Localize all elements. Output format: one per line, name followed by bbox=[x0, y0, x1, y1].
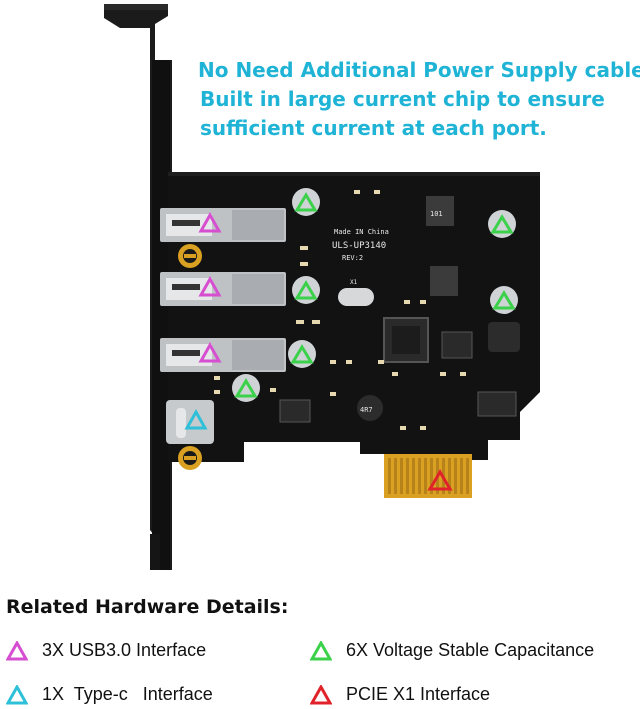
inductor-label: 4R7 bbox=[360, 406, 373, 414]
silkscreen: Made IN China ULS-UP3140 REV:2 X1 4R7 10… bbox=[332, 210, 443, 414]
mounting-bracket bbox=[104, 4, 172, 570]
made-in-label: Made IN China bbox=[334, 228, 389, 236]
magenta-triangle-icon bbox=[198, 211, 222, 233]
green-triangle-icon bbox=[294, 280, 318, 300]
pcb-board bbox=[168, 172, 540, 498]
legend-label-usb: 3X USB3.0 Interface bbox=[42, 640, 207, 660]
cyan-triangle-icon bbox=[184, 408, 208, 430]
headline: No Need Additional Power Supply cables, … bbox=[198, 56, 640, 143]
green-triangle-icon bbox=[310, 640, 332, 660]
red-triangle-icon bbox=[310, 684, 332, 704]
screw-top bbox=[178, 244, 202, 268]
secondary-chip bbox=[279, 331, 517, 423]
usb-port-3 bbox=[160, 338, 286, 372]
rev-label: REV:2 bbox=[342, 254, 363, 262]
legend-label-type-c: 1X Type-c Interface bbox=[42, 684, 213, 704]
legend-item-usb: 3X USB3.0 Interface bbox=[6, 640, 206, 661]
controller-chip bbox=[383, 317, 429, 363]
green-triangle-icon bbox=[290, 344, 314, 364]
legend-item-pcie: PCIE X1 Interface bbox=[310, 684, 490, 705]
power-inductor bbox=[357, 196, 520, 421]
details-title: Related Hardware Details: bbox=[6, 596, 289, 618]
smd-components bbox=[214, 190, 466, 430]
usb-port-2 bbox=[160, 272, 286, 306]
green-triangle-icon bbox=[490, 214, 514, 234]
green-triangle-icon bbox=[234, 378, 258, 398]
red-triangle-icon bbox=[427, 469, 453, 491]
headline-line-3: sufficient current at each port. bbox=[200, 116, 547, 140]
pcie-x1-connector bbox=[384, 454, 472, 498]
headline-line-2: Built in large current chip to ensure bbox=[200, 87, 605, 111]
crystal-label: X1 bbox=[350, 279, 358, 286]
magenta-triangle-icon bbox=[6, 640, 28, 660]
capacitor-3 bbox=[292, 276, 320, 304]
crystal-oscillator bbox=[338, 288, 374, 306]
magenta-triangle-icon bbox=[198, 341, 222, 363]
legend-label-capacitance: 6X Voltage Stable Capacitance bbox=[346, 640, 595, 660]
capacitor-4 bbox=[490, 286, 518, 314]
part-label: 101 bbox=[430, 210, 443, 218]
screw-bottom bbox=[178, 446, 202, 470]
pcie-card-image: Made IN China ULS-UP3140 REV:2 X1 4R7 10… bbox=[104, 4, 540, 570]
magenta-triangle-icon bbox=[198, 275, 222, 297]
green-triangle-icon bbox=[492, 290, 516, 310]
headline-line-1: No Need Additional Power Supply cables, bbox=[198, 58, 640, 82]
legend-item-capacitance: 6X Voltage Stable Capacitance bbox=[310, 640, 594, 661]
legend-label-pcie: PCIE X1 Interface bbox=[346, 684, 491, 704]
usb-port-1 bbox=[160, 208, 286, 242]
model-label: ULS-UP3140 bbox=[332, 241, 386, 251]
legend-item-type-c: 1X Type-c Interface bbox=[6, 684, 213, 705]
green-triangle-icon bbox=[294, 192, 318, 212]
capacitor-2 bbox=[488, 210, 516, 238]
capacitor-5 bbox=[288, 340, 316, 368]
capacitor-6 bbox=[232, 374, 260, 402]
cyan-triangle-icon bbox=[6, 684, 28, 704]
capacitor-1 bbox=[292, 188, 320, 216]
